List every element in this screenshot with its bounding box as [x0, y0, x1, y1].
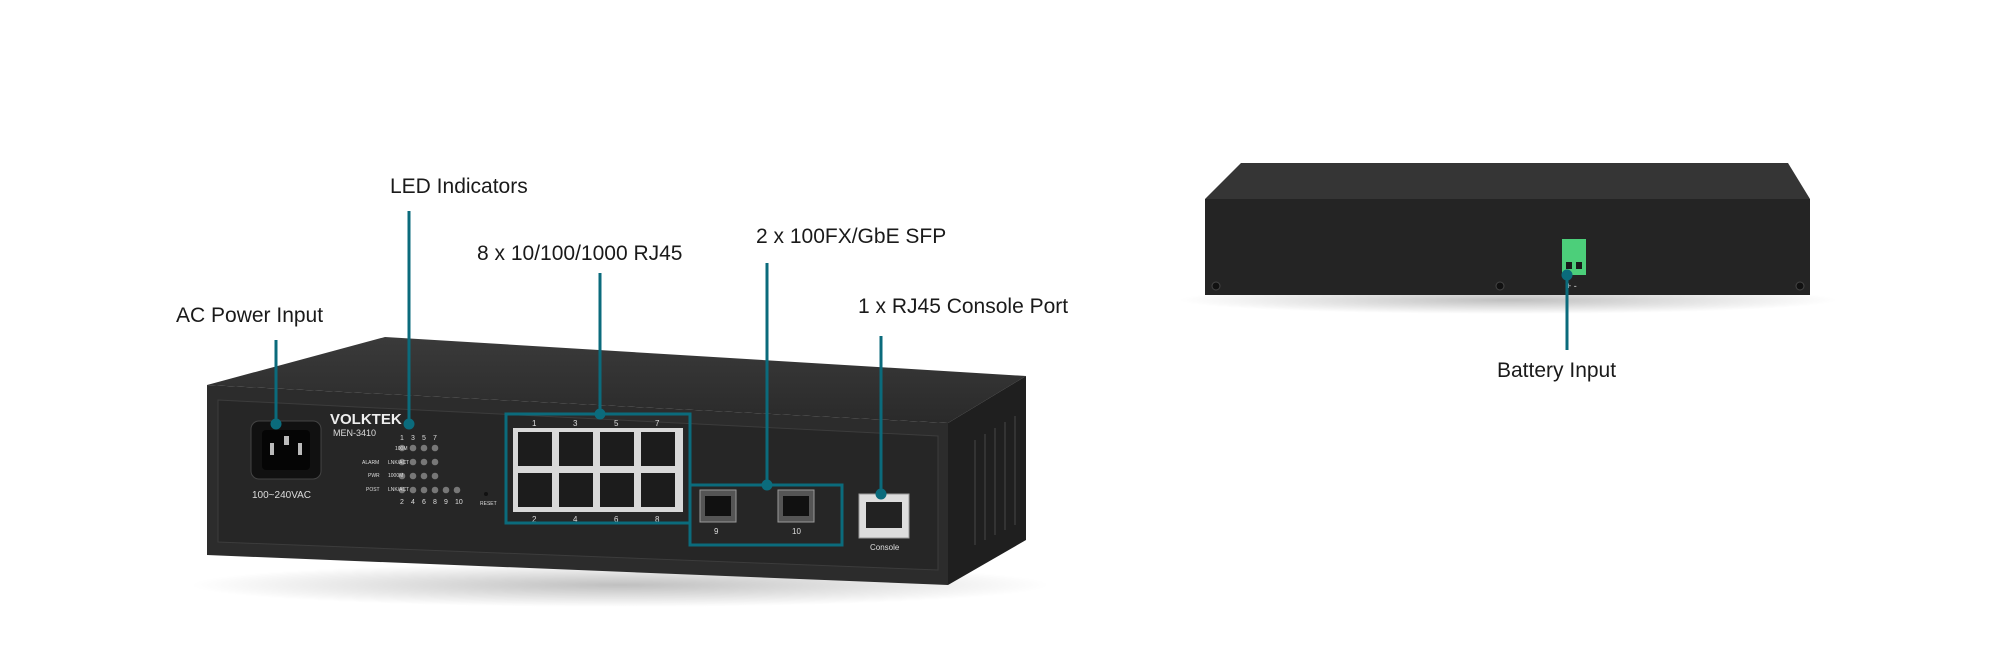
battery-terminal-block: + -	[1562, 239, 1586, 291]
led-number: 1	[400, 435, 404, 442]
led-number: 3	[411, 435, 415, 442]
led-light	[409, 444, 417, 452]
rj45-port	[641, 473, 675, 507]
led-light	[420, 458, 428, 466]
led-light	[420, 472, 428, 480]
led-number: 6	[422, 499, 426, 506]
rj45-port-block: 1 3 5 7 2 4 6 8	[513, 419, 683, 524]
callout-rj45-ports: 8 x 10/100/1000 RJ45	[477, 242, 683, 265]
led-label: PWR	[368, 473, 380, 479]
callout-ac-power: AC Power Input	[176, 304, 324, 327]
port-number: 2	[532, 515, 537, 524]
led-label: ALARM	[362, 460, 379, 466]
port-number: 7	[655, 419, 660, 428]
led-light	[453, 486, 461, 494]
led-light	[409, 486, 417, 494]
rj45-port	[518, 432, 552, 466]
led-light	[431, 486, 439, 494]
callout-battery-input: Battery Input	[1497, 359, 1617, 382]
led-number: 10	[455, 499, 463, 506]
callout-led-indicators: LED Indicators	[390, 175, 528, 198]
port-number: 1	[532, 419, 537, 428]
voltage-label: 100~240VAC	[252, 490, 311, 501]
led-label: POST	[366, 487, 380, 493]
led-light	[398, 472, 406, 480]
led-light	[420, 486, 428, 494]
sfp-highlight-box	[688, 483, 844, 547]
rj45-port	[600, 432, 634, 466]
sfp-port-block: 9 10	[699, 489, 815, 536]
led-light	[431, 458, 439, 466]
led-light	[431, 444, 439, 452]
rj45-port	[559, 432, 593, 466]
ac-power-inlet: 100~240VAC	[250, 420, 322, 501]
model-label: MEN-3410	[333, 428, 376, 438]
terminal-polarity: + -	[1566, 281, 1577, 291]
led-label: 100M	[395, 446, 408, 452]
led-light	[398, 486, 406, 494]
rj45-highlight-box	[504, 412, 692, 525]
console-label: Console	[870, 543, 900, 552]
port-number: 5	[614, 419, 619, 428]
led-light	[409, 458, 417, 466]
port-number: 8	[655, 515, 660, 524]
led-number: 2	[400, 499, 404, 506]
led-number: 9	[444, 499, 448, 506]
led-label: LNK/ACT	[388, 487, 409, 493]
sfp-number: 9	[714, 527, 719, 536]
rear-top-face	[1205, 163, 1810, 199]
rj45-port	[641, 432, 675, 466]
led-number: 7	[433, 435, 437, 442]
reset-label: RESET	[480, 501, 497, 507]
switch-top-face	[207, 337, 1026, 423]
rj45-port	[518, 473, 552, 507]
sfp-cage	[783, 496, 809, 516]
rj45-port	[559, 473, 593, 507]
led-light	[442, 486, 450, 494]
led-light	[398, 444, 406, 452]
port-number: 4	[573, 515, 578, 524]
led-light	[431, 472, 439, 480]
console-port: Console	[858, 493, 910, 552]
port-number: 6	[614, 515, 619, 524]
led-number: 5	[422, 435, 426, 442]
led-light	[409, 472, 417, 480]
switch-side-face	[948, 376, 1026, 585]
sfp-cage	[705, 496, 731, 516]
led-number: 4	[411, 499, 415, 506]
rear-back-face	[1205, 199, 1810, 295]
led-number: 8	[433, 499, 437, 506]
led-light	[420, 444, 428, 452]
led-light	[398, 458, 406, 466]
callout-sfp-ports: 2 x 100FX/GbE SFP	[756, 225, 947, 248]
sfp-number: 10	[792, 527, 801, 536]
led-label: LNK/ACT	[388, 460, 409, 466]
led-label: 1000M	[388, 473, 403, 479]
reset-button	[484, 492, 488, 496]
port-number: 3	[573, 419, 578, 428]
rj45-port	[600, 473, 634, 507]
brand-logo: VOLKTEK	[330, 411, 402, 428]
rear-switch: + -	[1178, 163, 1838, 314]
callout-console-port: 1 x RJ45 Console Port	[858, 295, 1069, 318]
